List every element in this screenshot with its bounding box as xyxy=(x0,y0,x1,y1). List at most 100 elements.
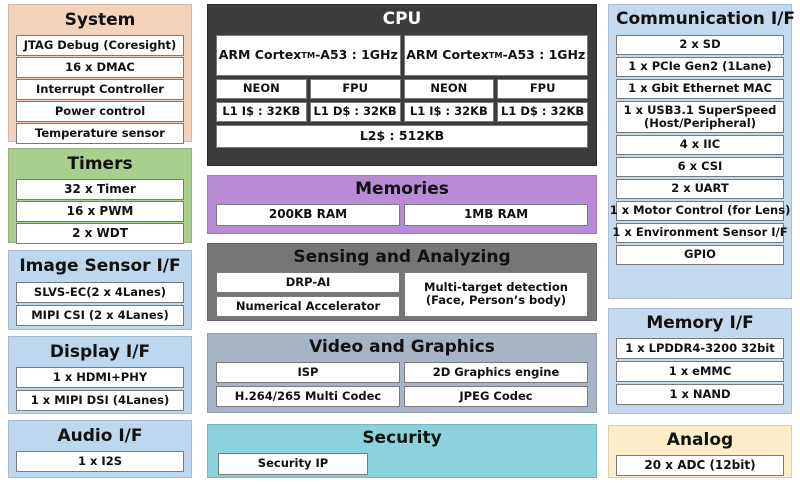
memory-if-item-nand: 1 x NAND xyxy=(616,383,784,405)
video-item-2d-graphics-engine: 2D Graphics engine xyxy=(404,361,588,383)
communication-item-sd: 2 x SD xyxy=(616,34,784,55)
security-contents: Security IP xyxy=(216,452,588,475)
block-communication-if: Communication I/F 2 x SD 1 x PCIe Gen2 (… xyxy=(608,4,795,299)
timers-item-pwm: 16 x PWM xyxy=(16,200,184,222)
system-item-jtag-debug: JTAG Debug (Coresight) xyxy=(16,34,184,56)
block-title-communication-if: Communication I/F xyxy=(616,9,795,29)
communication-item-list: 2 x SD 1 x PCIe Gen2 (1Lane) 1 x Gbit Et… xyxy=(610,34,790,292)
block-title-memory-if: Memory I/F xyxy=(646,313,754,333)
video-item-jpeg-codec: JPEG Codec xyxy=(404,385,588,407)
cpu-unit-neon-1: NEON xyxy=(403,78,495,99)
image-sensor-item-list: SLVS-EC(2 x 4Lanes) MIPI CSI (2 x 4Lanes… xyxy=(16,281,184,328)
block-title-analog: Analog xyxy=(666,430,734,450)
block-timers: Timers 32 x Timer 16 x PWM 2 x WDT xyxy=(8,148,192,245)
block-video-and-graphics: Video and Graphics ISP 2D Graphics engin… xyxy=(207,333,597,413)
image-sensor-item-mipi-csi: MIPI CSI (2 x 4Lanes) xyxy=(16,304,184,326)
cpu-l1-icache-0: L1 I$ : 32KB xyxy=(216,101,307,122)
sensing-item-numerical-accelerator: Numerical Accelerator xyxy=(216,295,400,317)
cpu-unit-row: NEON FPU NEON FPU xyxy=(216,78,588,99)
block-system: System JTAG Debug (Coresight) 16 x DMAC … xyxy=(8,4,192,145)
video-contents: ISP 2D Graphics engine H.264/265 Multi C… xyxy=(216,361,588,407)
timers-item-list: 32 x Timer 16 x PWM 2 x WDT xyxy=(16,178,184,245)
sensing-item-multi-target-detection: Multi-target detection (Face, Person’s b… xyxy=(404,271,588,317)
block-analog: Analog 20 x ADC (12bit) xyxy=(608,425,792,478)
cpu-l1-dcache-0: L1 D$ : 32KB xyxy=(309,101,401,122)
block-title-security: Security xyxy=(362,428,442,448)
memories-contents: 200KB RAM 1MB RAM xyxy=(216,203,588,226)
display-item-list: 1 x HDMI+PHY 1 x MIPI DSI (4Lanes) xyxy=(16,366,184,413)
display-item-hdmi: 1 x HDMI+PHY xyxy=(16,366,184,388)
cpu-unit-fpu-0: FPU xyxy=(309,78,401,99)
communication-item-usb31-superspeed: 1 x USB3.1 SuperSpeed (Host/Peripheral) xyxy=(616,100,784,133)
cpu-l1-icache-1: L1 I$ : 32KB xyxy=(403,101,495,122)
cpu-l1-cache-row: L1 I$ : 32KB L1 D$ : 32KB L1 I$ : 32KB L… xyxy=(216,101,588,122)
memories-item-1mb-ram: 1MB RAM xyxy=(404,203,588,226)
system-item-dmac: 16 x DMAC xyxy=(16,56,184,78)
cpu-unit-fpu-1: FPU xyxy=(497,78,588,99)
block-memories: Memories 200KB RAM 1MB RAM xyxy=(207,175,597,234)
display-item-mipi-dsi: 1 x MIPI DSI (4Lanes) xyxy=(16,389,184,411)
memory-if-item-lpddr4: 1 x LPDDR4-3200 32bit xyxy=(616,337,784,359)
communication-item-iic: 4 x IIC xyxy=(616,134,784,155)
block-display-if: Display I/F 1 x HDMI+PHY 1 x MIPI DSI (4… xyxy=(8,336,192,414)
block-title-video-and-graphics: Video and Graphics xyxy=(309,337,495,357)
communication-item-motor-control: 1 x Motor Control (for Lens) xyxy=(610,200,790,221)
block-title-image-sensor-if: Image Sensor I/F xyxy=(19,256,181,276)
system-item-interrupt-controller: Interrupt Controller xyxy=(16,78,184,100)
security-item-security-ip: Security IP xyxy=(218,452,368,475)
communication-item-environment-sensor-if: 1 x Environment Sensor I/F xyxy=(612,222,788,243)
block-title-display-if: Display I/F xyxy=(49,342,151,362)
block-security: Security Security IP xyxy=(207,424,597,478)
audio-item-list: 1 x I2S xyxy=(16,450,184,472)
block-image-sensor-if: Image Sensor I/F SLVS-EC(2 x 4Lanes) MIP… xyxy=(8,250,192,330)
audio-item-i2s: 1 x I2S xyxy=(16,450,184,472)
analog-item-adc: 20 x ADC (12bit) xyxy=(616,454,784,476)
sensing-left-column: DRP-AI Numerical Accelerator xyxy=(216,271,400,317)
block-title-memories: Memories xyxy=(355,179,449,199)
timers-item-wdt: 2 x WDT xyxy=(16,222,184,244)
block-title-audio-if: Audio I/F xyxy=(57,426,143,446)
memory-if-item-emmc: 1 x eMMC xyxy=(616,360,784,382)
security-row: Security IP xyxy=(216,452,588,475)
block-title-cpu: CPU xyxy=(382,9,422,29)
system-item-temperature-sensor: Temperature sensor xyxy=(16,122,184,144)
block-memory-if: Memory I/F 1 x LPDDR4-3200 32bit 1 x eMM… xyxy=(608,308,792,414)
block-title-sensing-and-analyzing: Sensing and Analyzing xyxy=(293,247,511,267)
video-item-isp: ISP xyxy=(216,361,400,383)
block-title-system: System xyxy=(64,10,136,30)
block-title-timers: Timers xyxy=(67,154,133,174)
cpu-core-0-prefix: ARM Cortex xyxy=(218,47,302,63)
block-sensing-and-analyzing: Sensing and Analyzing DRP-AI Numerical A… xyxy=(207,243,597,321)
cpu-l2-cache: L2$ : 512KB xyxy=(216,124,588,148)
communication-item-gpio: GPIO xyxy=(616,244,784,265)
cpu-core-1-suffix: -A53 : 1GHz xyxy=(502,47,586,63)
sensing-right-column: Multi-target detection (Face, Person’s b… xyxy=(404,271,588,317)
analog-item-list: 20 x ADC (12bit) xyxy=(616,454,784,476)
communication-item-csi: 6 x CSI xyxy=(616,156,784,177)
image-sensor-item-slvs-ec: SLVS-EC(2 x 4Lanes) xyxy=(16,281,184,303)
communication-item-pcie: 1 x PCIe Gen2 (1Lane) xyxy=(616,56,784,77)
system-item-power-control: Power control xyxy=(16,100,184,122)
system-item-list: JTAG Debug (Coresight) 16 x DMAC Interru… xyxy=(16,34,184,145)
cpu-unit-neon-0: NEON xyxy=(216,78,307,99)
cpu-core-0-suffix: -A53 : 1GHz xyxy=(315,47,398,63)
cpu-core-1-prefix: ARM Cortex xyxy=(406,47,489,63)
memory-if-item-list: 1 x LPDDR4-3200 32bit 1 x eMMC 1 x NAND xyxy=(616,337,784,407)
video-item-h264-265-codec: H.264/265 Multi Codec xyxy=(216,385,400,407)
memories-item-200kb-ram: 200KB RAM xyxy=(216,203,400,226)
video-row-1: ISP 2D Graphics engine xyxy=(216,361,588,383)
sensing-item-drp-ai: DRP-AI xyxy=(216,271,400,293)
timers-item-timer: 32 x Timer xyxy=(16,178,184,200)
communication-item-gbit-ethernet-mac: 1 x Gbit Ethernet MAC xyxy=(616,78,784,99)
video-row-2: H.264/265 Multi Codec JPEG Codec xyxy=(216,385,588,407)
sensing-row: DRP-AI Numerical Accelerator Multi-targe… xyxy=(216,271,588,317)
sensing-contents: DRP-AI Numerical Accelerator Multi-targe… xyxy=(216,271,588,317)
cpu-l2-cache-row: L2$ : 512KB xyxy=(216,124,588,148)
memories-row: 200KB RAM 1MB RAM xyxy=(216,203,588,226)
